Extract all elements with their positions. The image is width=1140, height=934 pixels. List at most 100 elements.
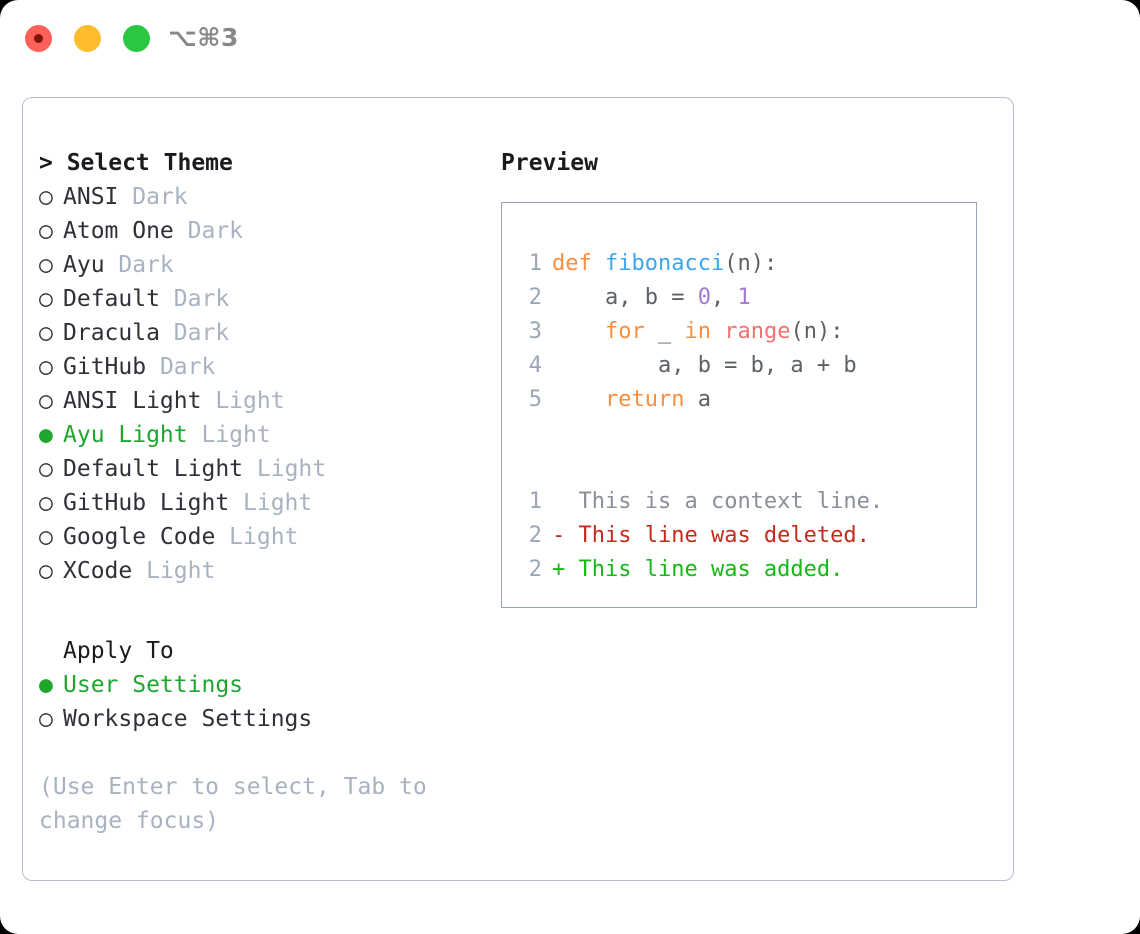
radio-icon-selected: ● [39,422,53,448]
radio-icon: ○ [39,286,53,312]
radio-icon-selected: ● [39,672,53,698]
preview-heading: Preview [501,150,598,176]
theme-option-github-dark[interactable]: ○ GitHub Dark [39,350,479,384]
theme-option-default-dark[interactable]: ○ Default Dark [39,282,479,316]
theme-option-label: ANSI Light [63,388,216,414]
diff-text: This line was deleted. [578,523,870,548]
line-number: 5 [528,387,542,412]
apply-option-workspace-settings[interactable]: ○Workspace Settings [39,702,479,736]
diff-text: This is a context line. [578,489,884,514]
theme-option-variant: Dark [159,354,216,380]
theme-option-dracula-dark[interactable]: ○Dracula Dark [39,316,479,350]
theme-option-label: Google Code [63,524,230,550]
theme-option-default-light[interactable]: ○Default Light Light [39,452,479,486]
theme-option-variant: Light [243,490,313,516]
diff-sample: 1 This is a context line. 2- This line w… [516,485,976,587]
theme-option-ayu-light[interactable]: ●Ayu Light Light [39,418,479,452]
select-theme-heading: > Select Theme [39,150,233,176]
code-token: a, b = [552,285,698,310]
close-button-icon[interactable] [25,25,52,52]
theme-option-label: Ayu [63,252,119,278]
code-token [711,319,724,344]
diff-marker [552,489,579,514]
radio-icon: ○ [39,252,53,278]
theme-option-list: ○ANSI Dark ○Atom One Dark ○Ayu Dark ○Def… [39,180,479,588]
radio-icon: ○ [39,558,53,584]
theme-option-label: Default Light [63,456,257,482]
keyboard-hint-text: (Use Enter to select, Tab to change focu… [39,774,441,834]
line-number: 2 [528,285,542,310]
diff-text: This line was added. [578,557,844,582]
theme-option-google-code-light[interactable]: ○ Google Code Light [39,520,479,554]
maximize-button-icon[interactable] [123,25,150,52]
diff-line-deleted: 2- This line was deleted. [516,519,976,553]
title-bar: ⌥⌘3 [0,0,1140,78]
theme-option-ansi-light[interactable]: ○ ANSI Light Light [39,384,479,418]
line-number: 1 [528,489,542,514]
diff-marker: + [552,557,579,582]
theme-option-label: GitHub [63,354,160,380]
theme-option-label: Dracula [63,320,174,346]
line-number: 3 [528,319,542,344]
theme-option-atom-one-dark[interactable]: ○Atom One Dark [39,214,479,248]
minimize-button-icon[interactable] [74,25,101,52]
theme-option-variant: Light [256,456,327,482]
code-token [552,319,605,344]
theme-option-variant: Dark [132,184,188,210]
theme-option-ayu-dark[interactable]: ○ Ayu Dark [39,248,479,282]
theme-option-variant: Light [215,388,285,414]
theme-option-github-light[interactable]: ○ GitHub Light Light [39,486,479,520]
code-line: 2 a, b = 0, 1 [516,281,976,315]
theme-option-label: Atom One [63,218,188,244]
code-token: _ [644,319,685,344]
line-number: 2 [528,557,542,582]
theme-option-label: Default [63,286,174,312]
main-panel: > Select Theme ○ANSI Dark ○Atom One Dark… [22,97,1014,881]
line-number: 1 [528,251,542,276]
theme-option-ansi-dark[interactable]: ○ ANSI Dark [39,180,479,214]
diff-line-context: 1 This is a context line. [516,485,976,519]
code-token: a, b = b, a + b [552,353,857,378]
code-token [552,387,605,412]
theme-option-label: ANSI [63,184,133,210]
code-token: (n): [790,319,844,344]
traffic-lights [25,25,150,52]
theme-option-variant: Dark [118,252,174,278]
code-token: 0 [697,285,711,310]
theme-option-xcode-light[interactable]: ○XCode Light [39,554,479,588]
apply-option-user-settings[interactable]: ● User Settings [39,668,479,702]
theme-option-variant: Dark [187,218,244,244]
code-diff-spacer [516,451,976,485]
theme-option-variant: Dark [173,286,230,312]
radio-icon: ○ [39,524,53,550]
radio-icon: ○ [39,490,53,516]
radio-icon: ○ [39,706,53,732]
apply-to-option-list: ● User Settings ○Workspace Settings [39,668,479,736]
radio-icon: ○ [39,320,53,346]
diff-line-added: 2 + This line was added. [516,553,976,587]
code-token: 1 [737,285,751,310]
code-line: 4 a, b = b, a + b [516,349,976,383]
theme-option-variant: Light [229,524,299,550]
code-token: a [684,387,711,412]
radio-icon: ○ [39,354,53,380]
line-number: 2 [528,523,542,548]
radio-icon: ○ [39,388,53,414]
code-token: in [684,319,711,344]
code-diff-spacer [516,417,976,451]
keyboard-shortcut-label: ⌥⌘3 [168,23,239,52]
radio-icon: ○ [39,184,53,210]
code-line: 3 for _ in range(n): [516,315,976,349]
line-number: 4 [528,353,542,378]
apply-option-label: User Settings [63,672,244,698]
code-token: def [552,251,605,276]
section-spacer [39,588,479,634]
code-line: 5 return a [516,383,976,417]
apply-to-heading: Apply To [63,638,174,664]
theme-option-label: GitHub Light [63,490,244,516]
